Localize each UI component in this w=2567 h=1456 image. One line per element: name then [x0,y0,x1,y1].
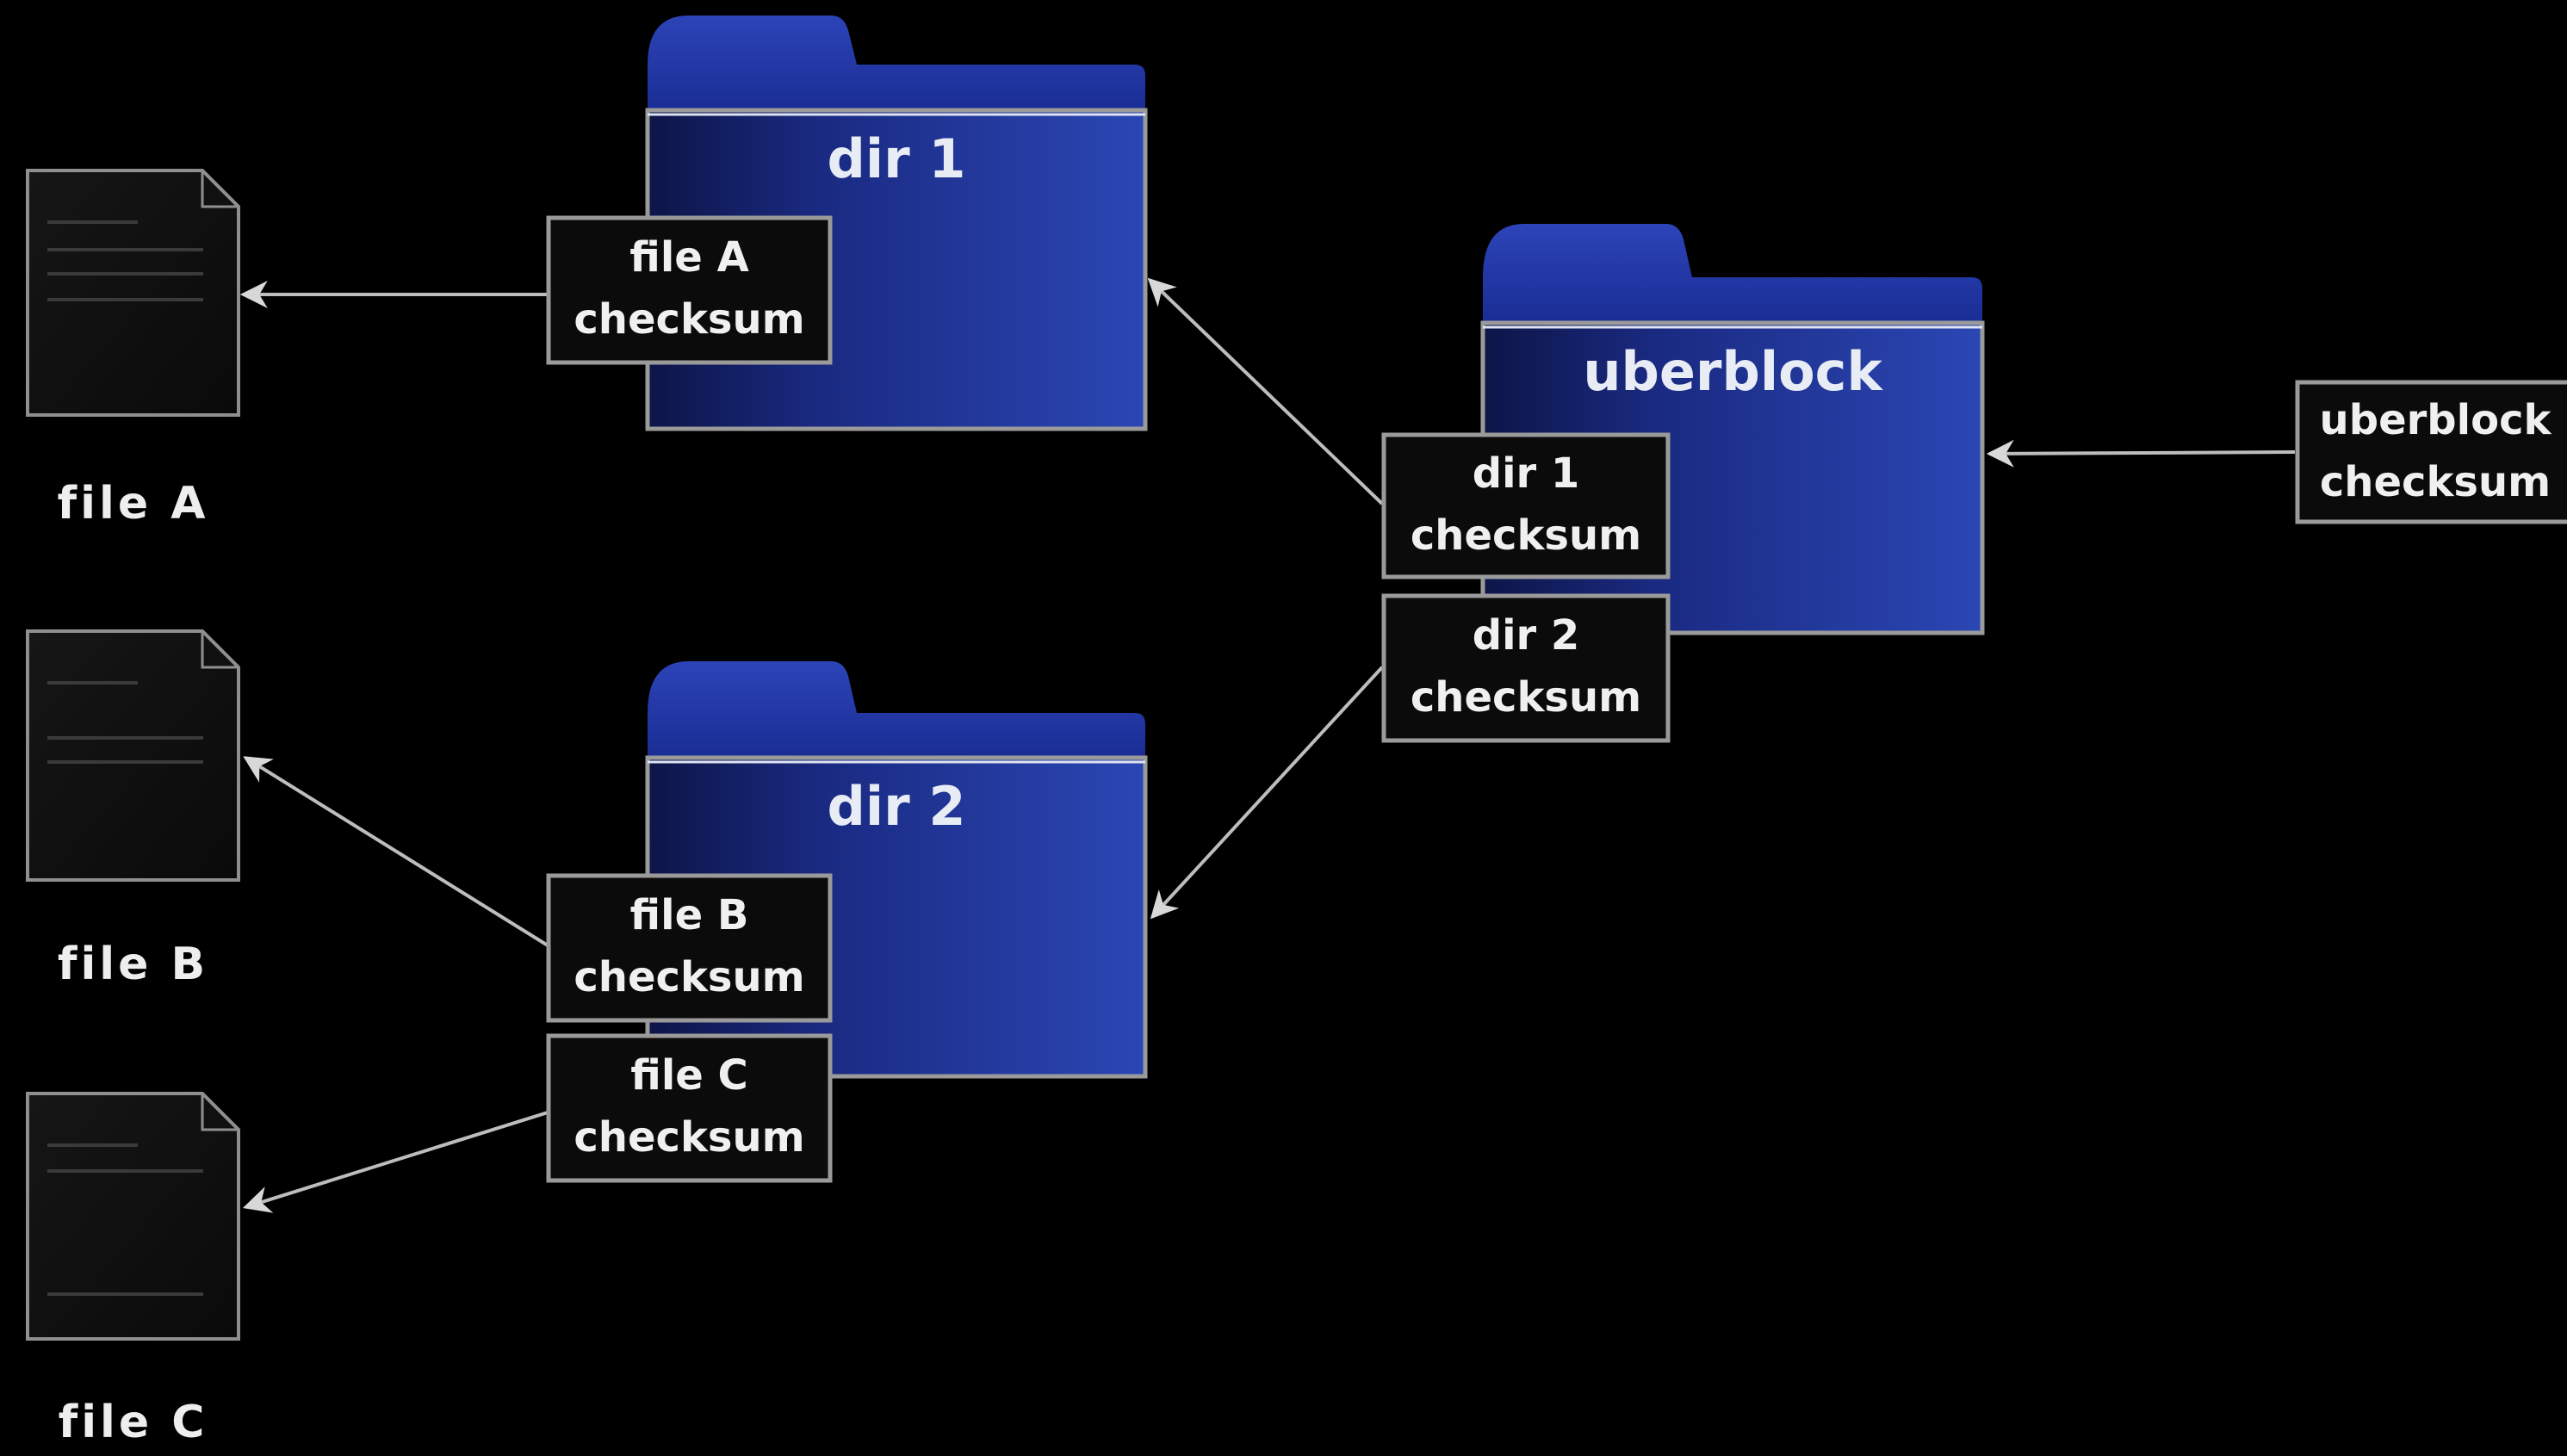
uberblock-checksum-line1: uberblock [2319,396,2551,444]
fileA-checksum-box [546,215,833,365]
folder-title-dir1: dir 1 [827,127,966,190]
file-caption-B: file B [57,939,209,990]
file-caption-C: file C [58,1397,208,1448]
arrow-dir1-checksum-to-dir1 [1147,277,1384,505]
fileC-checksum-line2: checksum [574,1113,805,1162]
arrow-fileB-checksum-to-fileB [243,756,549,947]
dir1-checksum-line2: checksum [1410,511,1642,560]
fileB-checksum-line2: checksum [574,953,805,1001]
file-document-icon-B [26,629,240,882]
dir1-checksum-box [1381,432,1671,579]
fileC-checksum-line1: file C [630,1051,748,1100]
dir2-checksum-box [1381,593,1671,743]
fileC-checksum-label: file C checksum [549,1044,830,1168]
arrow-uberblock-checksum-to-uberblock [1986,439,2296,468]
fileA-checksum-line2: checksum [574,295,805,344]
uberblock-checksum-line2: checksum [2319,458,2551,506]
connectors [239,277,2296,1213]
folder-title-uberblock: uberblock [1583,340,1882,403]
file-document-icon-A [26,169,240,417]
fileB-checksum-box [546,873,833,1023]
arrow-fileC-checksum-to-fileC [242,1111,549,1213]
fileA-checksum-line1: file A [629,233,749,282]
dir2-checksum-label: dir 2 checksum [1384,604,1668,728]
dir1-checksum-label: dir 1 checksum [1384,443,1668,567]
fileC-checksum-box [546,1033,833,1183]
checksum-boxes [546,215,2567,1183]
uberblock-checksum-label: uberblock checksum [2297,389,2567,513]
dir2-checksum-line2: checksum [1410,673,1642,722]
fileB-checksum-line1: file B [629,891,749,939]
dir2-checksum-line1: dir 2 [1472,611,1580,660]
fileB-checksum-label: file B checksum [549,884,830,1008]
folder-title-dir2: dir 2 [827,775,966,838]
file-document-icon-C [26,1092,240,1341]
folder-dir2-icon [645,661,1148,1079]
dir1-checksum-line1: dir 1 [1472,449,1580,498]
arrow-dir2-checksum-to-dir2 [1150,666,1384,920]
uberblock-checksum-box [2295,380,2567,524]
fileA-checksum-label: file A checksum [549,226,830,350]
file-caption-A: file A [57,478,209,530]
